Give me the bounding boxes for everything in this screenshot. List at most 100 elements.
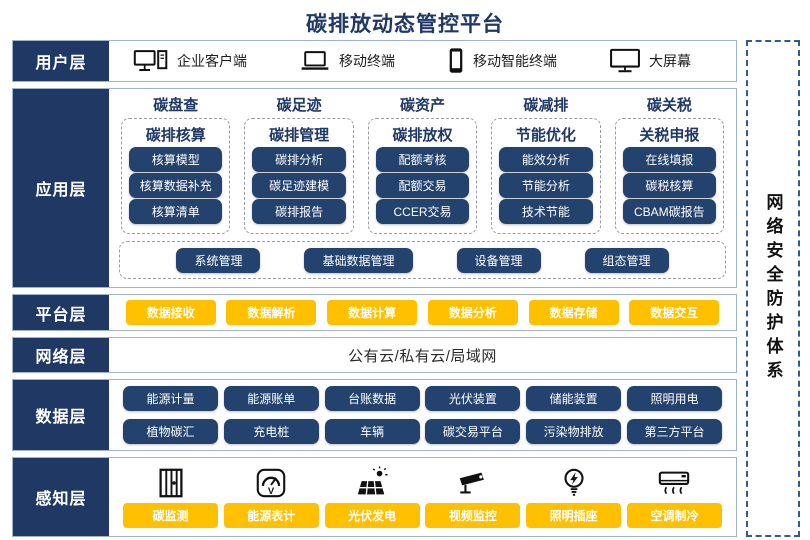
app-column-carbon-asset: 碳资产 碳排放权 配额考核 配额交易 CCER交易 [367, 93, 478, 234]
layer-sensing: 感知层 碳监测 V 能源表计 [12, 457, 737, 537]
app-column-carbon-tariff: 碳关税 关税申报 在线填报 碳税核算 CBAM碳报告 [614, 93, 725, 234]
app-column-carbon-reduction: 碳减排 节能优化 能效分析 节能分析 技术节能 [491, 93, 601, 234]
platform-button: 数据解析 [226, 300, 317, 325]
svg-text:V: V [268, 486, 275, 497]
layer-user-content: 企业客户端 移动终端 移动智能终端 [109, 41, 736, 81]
app-module-button: 能效分析 [499, 147, 593, 172]
layer-user-label: 用户层 [13, 41, 109, 81]
diagram: 用户层 企业客户端 移动终端 [12, 40, 800, 537]
app-module-button: 碳税核算 [622, 173, 717, 198]
app-column-header: 碳减排 [523, 97, 569, 114]
layer-app-content: 碳盘查 碳排核算 核算模型 核算数据补充 核算清单 碳足迹 碳排管理 碳排分析 [109, 89, 736, 287]
app-column-box: 碳排放权 配额考核 配额交易 CCER交易 [367, 118, 478, 234]
app-column-box: 节能优化 能效分析 节能分析 技术节能 [491, 118, 601, 234]
data-source-button: 储能装置 [526, 386, 622, 411]
layer-sensing-label: 感知层 [13, 458, 109, 536]
platform-button: 数据存储 [528, 300, 619, 325]
sense-item-energy-meter: V 能源表计 [223, 463, 319, 528]
app-column-subheader: 节能优化 [515, 127, 576, 144]
data-source-button: 光伏装置 [425, 386, 521, 411]
app-column-carbon-footprint: 碳足迹 碳排管理 碳排分析 碳足迹建模 碳排报告 [244, 93, 354, 234]
layer-app-label: 应用层 [13, 89, 109, 287]
platform-button: 数据计算 [327, 300, 418, 325]
platform-button: 数据接收 [125, 300, 216, 325]
solar-panel-icon [355, 463, 389, 503]
layer-sensing-content: 碳监测 V 能源表计 光伏发电 [109, 458, 736, 536]
data-source-button: 台账数据 [324, 386, 420, 411]
layer-platform-content: 数据接收 数据解析 数据计算 数据分析 数据存储 数据交互 [109, 295, 736, 330]
app-column-subheader: 碳排放权 [392, 127, 453, 144]
management-button: 系统管理 [176, 247, 261, 273]
sense-label: 照明插座 [526, 503, 622, 528]
cctv-camera-icon [455, 463, 491, 503]
platform-button: 数据交互 [629, 300, 720, 325]
layer-data: 数据层 能源计量 能源账单 台账数据 光伏装置 储能装置 照明用电 植物碳汇 充… [12, 379, 737, 451]
app-module-button: 核算清单 [129, 199, 223, 224]
layer-user: 用户层 企业客户端 移动终端 [12, 40, 737, 82]
sense-item-cctv: 视频监控 [425, 463, 521, 528]
app-module-button: CBAM碳报告 [622, 199, 717, 224]
layer-app: 应用层 碳盘查 碳排核算 核算模型 核算数据补充 核算清单 碳足迹 [12, 88, 737, 288]
user-item-label: 大屏幕 [649, 53, 691, 69]
laptop-icon [299, 49, 331, 73]
layer-data-label: 数据层 [13, 380, 109, 450]
app-module-button: 核算模型 [129, 147, 223, 172]
app-module-button: 碳排分析 [252, 147, 346, 172]
layer-platform: 平台层 数据接收 数据解析 数据计算 数据分析 数据存储 数据交互 [12, 294, 737, 331]
carbon-monitor-icon [154, 463, 188, 503]
management-button: 设备管理 [456, 247, 541, 273]
page-title: 碳排放动态管控平台 [306, 13, 504, 36]
sense-label: 碳监测 [123, 503, 218, 528]
app-column-header: 碳盘查 [153, 97, 199, 114]
security-sidebar-label: 网络安全防护体系 [763, 192, 783, 385]
user-item-label: 企业客户端 [177, 53, 247, 69]
data-source-button: 充电桩 [223, 419, 319, 444]
app-column-subheader: 碳排核算 [145, 127, 206, 144]
data-source-button: 碳交易平台 [425, 419, 521, 444]
app-column-box: 碳排管理 碳排分析 碳足迹建模 碳排报告 [244, 118, 354, 234]
app-column-subheader: 关税申报 [639, 127, 700, 144]
data-source-button: 第三方平台 [626, 419, 722, 444]
app-column-box: 碳排核算 核算模型 核算数据补充 核算清单 [121, 118, 231, 234]
sense-item-solar: 光伏发电 [324, 463, 420, 528]
platform-button: 数据分析 [427, 300, 518, 325]
smartphone-icon [447, 47, 465, 75]
monitor-icon [609, 48, 641, 74]
air-conditioner-icon [656, 463, 692, 503]
app-column-header: 碳关税 [646, 97, 692, 114]
energy-meter-icon: V [254, 463, 288, 503]
app-columns: 碳盘查 碳排核算 核算模型 核算数据补充 核算清单 碳足迹 碳排管理 碳排分析 [119, 93, 726, 234]
sense-item-hvac: 空调制冷 [626, 463, 722, 528]
user-item-mobile-terminal: 移动终端 [299, 49, 395, 73]
app-module-button: 碳排报告 [252, 199, 346, 224]
app-module-button: 节能分析 [499, 173, 593, 198]
data-source-button: 植物碳汇 [123, 419, 218, 444]
light-bulb-icon [557, 463, 591, 503]
app-module-button: 配额交易 [375, 173, 470, 198]
layer-stack: 用户层 企业客户端 移动终端 [12, 40, 737, 537]
user-item-big-screen: 大屏幕 [609, 48, 691, 74]
sense-label: 光伏发电 [324, 503, 420, 528]
data-row: 植物碳汇 充电桩 车辆 碳交易平台 污染物排放 第三方平台 [123, 419, 722, 444]
user-item-smart-terminal: 移动智能终端 [447, 47, 557, 75]
data-source-button: 能源计量 [123, 386, 218, 411]
layer-network-label: 网络层 [13, 338, 109, 372]
app-column-carbon-inventory: 碳盘查 碳排核算 核算模型 核算数据补充 核算清单 [121, 93, 231, 234]
sense-item-carbon-monitor: 碳监测 [123, 463, 218, 528]
data-source-button: 车辆 [324, 419, 420, 444]
network-cloud-text: 公有云/私有云/局域网 [348, 347, 497, 365]
app-column-header: 碳资产 [400, 97, 446, 114]
sense-item-lighting: 照明插座 [526, 463, 622, 528]
app-column-subheader: 碳排管理 [269, 127, 330, 144]
data-source-button: 能源账单 [223, 386, 319, 411]
app-column-header: 碳足迹 [276, 97, 322, 114]
app-module-button: CCER交易 [375, 199, 470, 224]
security-sidebar: 网络安全防护体系 [746, 40, 800, 537]
app-management-box: 系统管理 基础数据管理 设备管理 组态管理 [119, 241, 726, 279]
sense-label: 视频监控 [425, 503, 521, 528]
app-module-button: 在线填报 [622, 147, 717, 172]
app-module-button: 碳足迹建模 [252, 173, 346, 198]
app-column-box: 关税申报 在线填报 碳税核算 CBAM碳报告 [614, 118, 725, 234]
data-source-button: 污染物排放 [526, 419, 622, 444]
management-button: 基础数据管理 [304, 247, 413, 273]
